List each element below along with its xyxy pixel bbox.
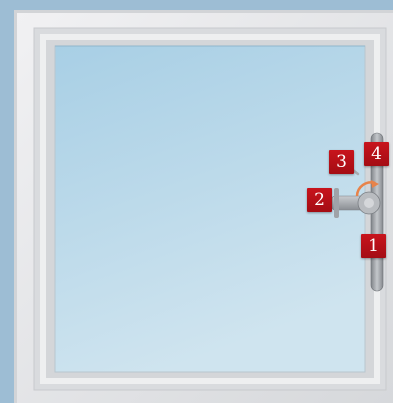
callout-label-4: 4 <box>371 144 382 164</box>
callout-badge-1: 1 <box>361 234 386 258</box>
callout-badge-3: 3 <box>329 150 354 174</box>
callout-label-2: 2 <box>314 190 325 210</box>
callout-label-1: 1 <box>368 236 379 256</box>
callout-badge-4: 4 <box>364 142 389 166</box>
callout-label-3: 3 <box>336 152 347 172</box>
callout-badge-2: 2 <box>307 188 332 212</box>
